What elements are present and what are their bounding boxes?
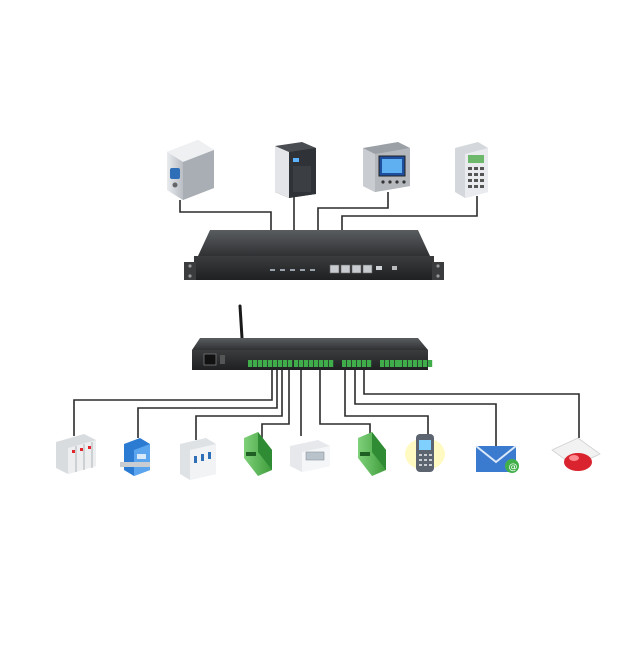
terminal-pin xyxy=(283,360,288,367)
terminal-pin xyxy=(395,360,400,367)
status-leds xyxy=(270,269,315,271)
terminal-pin xyxy=(342,360,347,367)
wire-power-meter xyxy=(317,192,389,232)
terminal-pin xyxy=(385,360,390,367)
usb-port xyxy=(376,266,382,270)
terminal-pin xyxy=(258,360,263,367)
terminal-pin xyxy=(428,360,433,367)
terminal-pin xyxy=(423,360,428,367)
bottom-wiring xyxy=(73,366,580,446)
surge-protector-icon xyxy=(56,434,96,474)
power-switch xyxy=(220,355,225,364)
terminal-pin xyxy=(408,360,413,367)
din-rail-module-icon xyxy=(358,432,386,476)
din-rail-module-icon xyxy=(244,432,272,476)
ups-icon xyxy=(167,140,214,200)
terminal-pin xyxy=(248,360,253,367)
access-control-keypad-icon xyxy=(455,142,488,198)
terminal-pin xyxy=(278,360,283,367)
wire-module-1 xyxy=(261,366,290,438)
wire-ups xyxy=(179,200,272,232)
wire-email xyxy=(354,366,497,446)
wire-module-2 xyxy=(319,366,371,438)
terminal-pin xyxy=(390,360,395,367)
terminal-pin xyxy=(367,360,372,367)
terminal-pin xyxy=(380,360,385,367)
power-meter-icon xyxy=(363,142,410,192)
terminal-pin xyxy=(347,360,352,367)
email-icon: @ xyxy=(475,445,519,473)
terminal-pin xyxy=(253,360,258,367)
terminal-blocks xyxy=(248,360,433,367)
power-inlet xyxy=(203,353,217,366)
water-leak-sensor-icon xyxy=(120,438,150,476)
terminal-pin xyxy=(403,360,408,367)
terminal-pin xyxy=(268,360,273,367)
terminal-pin xyxy=(357,360,362,367)
terminal-pin xyxy=(362,360,367,367)
terminal-pin xyxy=(294,360,299,367)
terminal-pin xyxy=(352,360,357,367)
wire-surge-protector xyxy=(73,366,273,436)
terminal-pin xyxy=(413,360,418,367)
wire-phone xyxy=(344,366,429,436)
terminal-pin xyxy=(329,360,334,367)
io-controller-unit xyxy=(192,304,433,370)
temperature-humidity-sensor-icon xyxy=(290,440,330,472)
svg-text:@: @ xyxy=(509,463,518,473)
ethernet-ports xyxy=(329,264,373,274)
alarm-siren-icon xyxy=(551,437,601,471)
terminal-pin xyxy=(309,360,314,367)
terminal-pin xyxy=(263,360,268,367)
wire-keypad xyxy=(341,196,478,232)
terminal-pin xyxy=(314,360,319,367)
top-wiring xyxy=(179,192,478,232)
wire-siren xyxy=(363,366,580,438)
terminal-pin xyxy=(324,360,329,367)
reset-button xyxy=(392,266,397,270)
network-host-unit xyxy=(184,230,444,280)
terminal-pin xyxy=(288,360,293,367)
mobile-phone-icon xyxy=(405,434,445,472)
terminal-pin xyxy=(398,360,403,367)
circuit-breaker-icon xyxy=(180,438,216,480)
terminal-pin xyxy=(304,360,309,367)
wire-breaker xyxy=(195,366,283,440)
terminal-pin xyxy=(299,360,304,367)
terminal-pin xyxy=(418,360,423,367)
wire-water-sensor xyxy=(137,366,278,438)
air-conditioner-icon xyxy=(275,142,316,198)
terminal-pin xyxy=(319,360,324,367)
terminal-pin xyxy=(273,360,278,367)
